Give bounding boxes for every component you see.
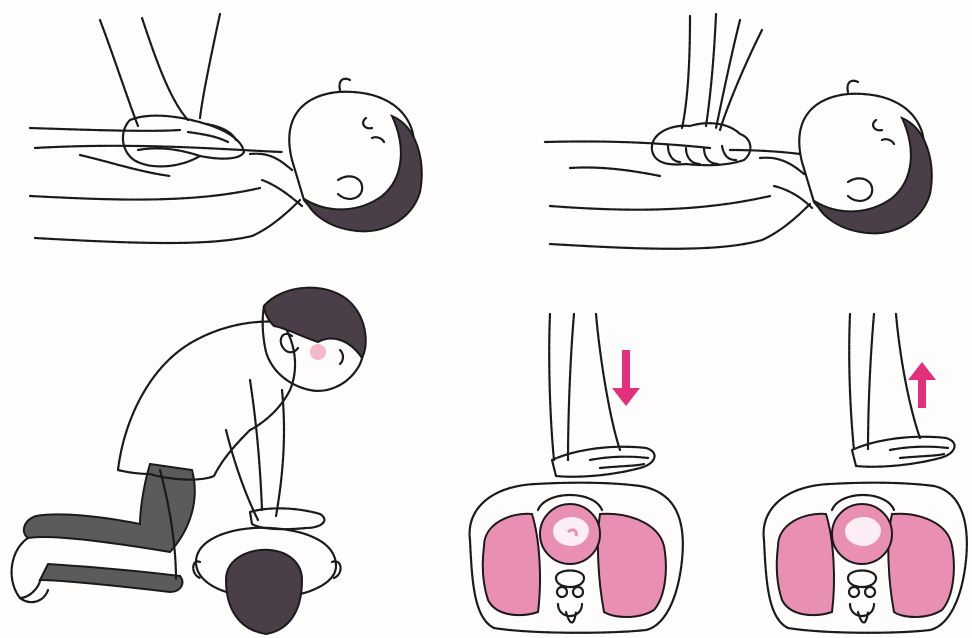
panel-interlocked-hands xyxy=(530,0,950,260)
chest-cross-section-up xyxy=(750,300,972,638)
panel-hand-placement xyxy=(20,0,440,260)
chest-cross-section-down xyxy=(450,300,690,638)
hair-icon xyxy=(306,116,422,231)
panel-compression-up xyxy=(750,300,972,638)
panel-kneeling-rescuer xyxy=(0,280,420,638)
down-arrow-icon xyxy=(612,350,640,406)
cheek-icon xyxy=(310,344,326,360)
right-lung xyxy=(598,514,666,617)
hand-position-icon xyxy=(20,0,440,260)
interlocked-hands-icon xyxy=(530,0,950,260)
panel-compression-down xyxy=(450,300,690,638)
left-lung xyxy=(483,514,540,615)
kneeling-rescuer-icon xyxy=(0,280,420,638)
up-arrow-icon xyxy=(908,362,936,408)
